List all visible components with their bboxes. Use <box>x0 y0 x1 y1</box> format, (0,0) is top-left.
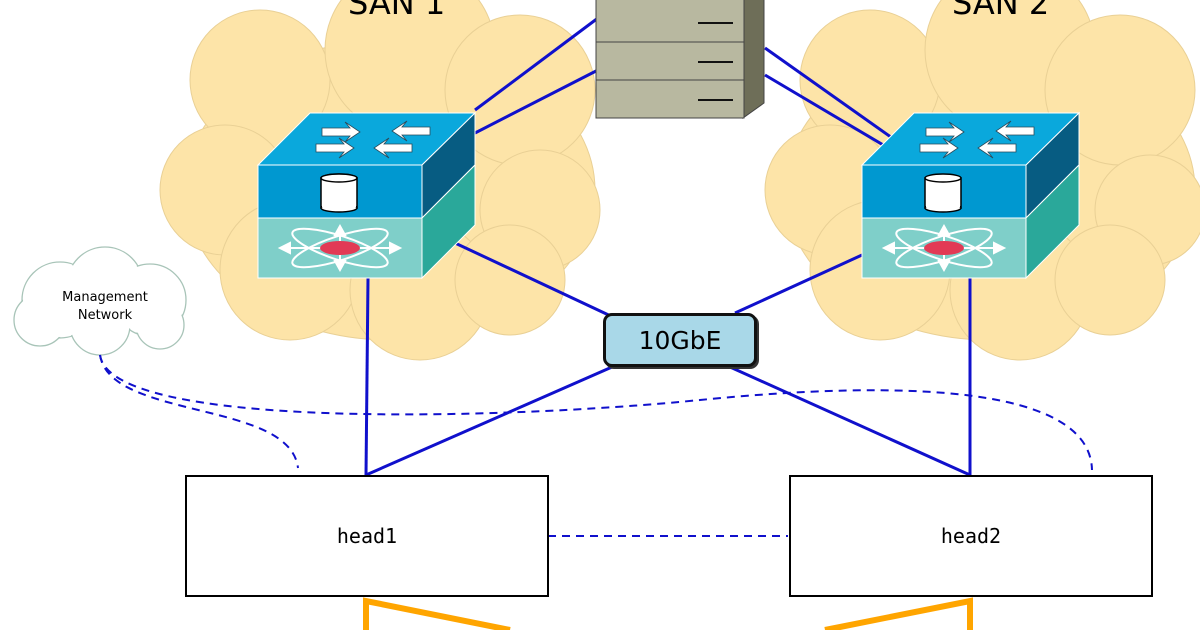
router-arrows-icon <box>919 120 1035 159</box>
backbone-label: 10GbE <box>638 325 722 355</box>
san2-multilayer-switch <box>860 111 1081 280</box>
san1-multilayer-switch <box>256 111 477 280</box>
management-network-label: Management Network <box>40 289 170 325</box>
heartbeat-links <box>363 597 973 630</box>
management-network-line2: Network <box>77 308 133 323</box>
management-links <box>99 354 1093 537</box>
san1-title: SAN 1 <box>348 0 446 22</box>
database-icon <box>924 173 962 213</box>
san-links <box>364 16 972 477</box>
head2-node: head2 <box>789 475 1153 597</box>
multilayer-switch-icon <box>277 223 403 273</box>
router-arrows-icon <box>315 120 431 159</box>
head1-label: head1 <box>336 524 398 548</box>
storage-array-icon <box>595 0 765 119</box>
head1-node: head1 <box>185 475 549 597</box>
multilayer-switch-icon <box>881 223 1007 273</box>
management-network-line1: Management <box>62 290 148 305</box>
backbone-10gbe: 10GbE <box>603 313 757 367</box>
database-icon <box>320 173 358 213</box>
head2-label: head2 <box>940 524 1002 548</box>
san2-title: SAN 2 <box>952 0 1050 22</box>
